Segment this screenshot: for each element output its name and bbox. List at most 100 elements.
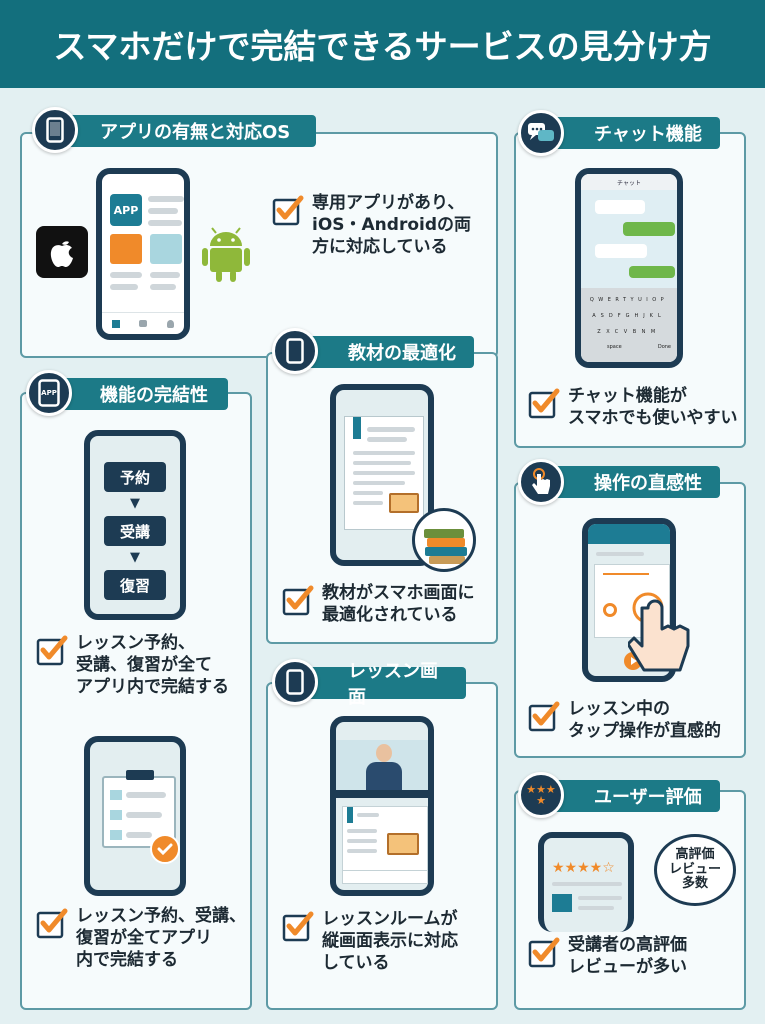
open-book-icon — [389, 493, 419, 513]
checkbox-checked-icon — [272, 194, 304, 226]
check-text-line: レッスンルームが — [322, 909, 458, 929]
check-app-os: 専用アプリがあり、 iOS・Androidの両 方に対応している — [272, 192, 494, 258]
arrow-icon — [603, 573, 649, 575]
keyboard: QWERTYUIOP ASDFGHJKL ZXCVBNM space Done — [581, 288, 677, 362]
home-icon — [111, 319, 120, 328]
check-text-line: 教材がスマホ画面に — [322, 583, 475, 603]
chat-header: チャット — [581, 174, 677, 190]
checkbox-checked-icon — [528, 700, 560, 732]
check-text-line: 受講、復習が全て — [76, 655, 212, 676]
panel-title-text: 機能の完結性 — [100, 385, 208, 406]
check-text-line: 最適化されている — [322, 605, 458, 626]
panel-title-text: 教材の最適化 — [348, 343, 456, 364]
panel-title-material: 教材の最適化 — [306, 336, 474, 368]
bubble-text-line: レビュー — [668, 861, 721, 877]
clipboard-icon — [102, 770, 176, 848]
user-icon — [167, 319, 175, 328]
check-function-1: レッスン予約、 受講、復習が全て アプリ内で完結する — [36, 632, 250, 698]
keyboard-done-key: Done — [657, 344, 671, 350]
smartphone-icon — [32, 107, 78, 153]
panel-title-text: レッスン画面 — [348, 661, 438, 708]
chat-bubble-out — [629, 266, 675, 278]
review-phone-mockup: ★★★★☆ — [538, 832, 634, 932]
check-text-line: チャット機能が — [568, 386, 687, 406]
rating-stars: ★★★★☆ — [552, 860, 615, 876]
chat-bubble-out — [623, 222, 675, 236]
checkbox-checked-icon — [528, 936, 560, 968]
check-text-line: している — [322, 953, 390, 974]
bubble-text-line: 高評価 — [675, 846, 715, 862]
check-operation: レッスン中の タップ操作が直感的 — [528, 698, 742, 742]
checkbox-checked-icon — [282, 910, 314, 942]
down-arrow-icon: ▼ — [130, 550, 140, 565]
panel-title-text: ユーザー評価 — [594, 787, 702, 808]
check-text-line: 専用アプリがあり、 — [312, 193, 465, 213]
teacher-avatar — [376, 744, 392, 762]
check-material: 教材がスマホ画面に 最適化されている — [282, 582, 496, 626]
tap-target-icon — [603, 603, 617, 617]
panel-title-lesson: レッスン画面 — [306, 661, 466, 708]
video-area — [336, 740, 428, 798]
stars-icon: ★★★★ — [518, 772, 564, 818]
chat-phone-mockup: チャット QWERTYUIOP ASDFGHJKL ZXCVBNM space … — [575, 168, 683, 368]
checkbox-checked-icon — [36, 907, 68, 939]
flow-step: 予約 — [104, 462, 166, 492]
check-function-2: レッスン予約、受講、 復習が全てアプリ 内で完結する — [36, 905, 250, 971]
panel-title-review: ユーザー評価 — [552, 780, 720, 812]
lesson-phone-mockup — [330, 716, 434, 896]
check-text-line: レビューが多い — [568, 957, 687, 978]
open-book-icon — [387, 833, 419, 855]
app-icon-label: APP — [41, 389, 57, 397]
chat-bubble-in — [595, 244, 647, 258]
panel-title-function: 機能の完結性 — [58, 378, 228, 410]
clipboard-phone-mockup — [84, 736, 186, 896]
check-text-line: 復習が全てアプリ — [76, 928, 212, 949]
document-icon — [344, 416, 424, 530]
panel-title-operation: 操作の直感性 — [552, 466, 720, 498]
keyboard-row: ASDFGHJKL — [592, 313, 666, 319]
app-icon: APP — [26, 370, 72, 416]
panel-title-text: アプリの有無と対応OS — [100, 122, 291, 143]
bubble-text-line: 多数 — [681, 876, 708, 892]
apple-logo-icon — [36, 226, 88, 278]
smartphone-icon — [272, 659, 318, 705]
checkbox-checked-icon — [36, 634, 68, 666]
check-text-line: レッスン予約、受講、 — [76, 906, 246, 926]
app-tile-blue — [150, 234, 182, 264]
material-phone-mockup — [330, 384, 434, 566]
app-phone-mockup: APP — [96, 168, 190, 340]
down-arrow-icon: ▼ — [130, 496, 140, 511]
message-icon — [139, 320, 148, 327]
panel-title-chat: チャット機能 — [552, 117, 720, 149]
check-text-line: レッスン予約、 — [76, 633, 195, 653]
check-text-line: タップ操作が直感的 — [568, 721, 721, 742]
check-circle-icon — [150, 834, 180, 864]
checkbox-checked-icon — [282, 584, 314, 616]
speech-bubble: 高評価 レビュー 多数 — [654, 834, 736, 906]
check-text-line: アプリ内で完結する — [76, 677, 229, 698]
keyboard-space-key: space — [607, 344, 622, 350]
check-text-line: 方に対応している — [312, 237, 448, 258]
page-title: スマホだけで完結できるサービスの見分け方 — [0, 0, 765, 88]
book-stack-icon — [412, 508, 476, 572]
check-text-line: iOS・Androidの両 — [312, 215, 472, 236]
check-text-line: レッスン中の — [568, 699, 670, 719]
keyboard-row: ZXCVBNM — [597, 329, 661, 335]
panel-title-text: チャット機能 — [594, 124, 702, 145]
flow-step: 受講 — [104, 516, 166, 546]
check-chat: チャット機能が スマホでも使いやすい — [528, 385, 742, 429]
check-text-line: 受講者の高評価 — [568, 935, 687, 955]
check-text-line: 縦画面表示に対応 — [322, 931, 458, 952]
chat-bubble-in — [595, 200, 645, 214]
check-text-line: スマホでも使いやすい — [568, 408, 738, 429]
panel-title-text: 操作の直感性 — [594, 473, 702, 494]
smartphone-icon — [272, 328, 318, 374]
android-logo-icon — [200, 226, 252, 284]
keyboard-row: QWERTYUIOP — [589, 297, 669, 303]
pointing-hand-icon — [626, 586, 708, 686]
panel-title-app-os: アプリの有無と対応OS — [58, 115, 316, 147]
app-tile-orange — [110, 234, 142, 264]
check-lesson: レッスンルームが 縦画面表示に対応 している — [282, 908, 496, 974]
check-text-line: 内で完結する — [76, 950, 178, 971]
flow-phone-mockup: 予約 ▼ 受講 ▼ 復習 — [84, 430, 186, 620]
